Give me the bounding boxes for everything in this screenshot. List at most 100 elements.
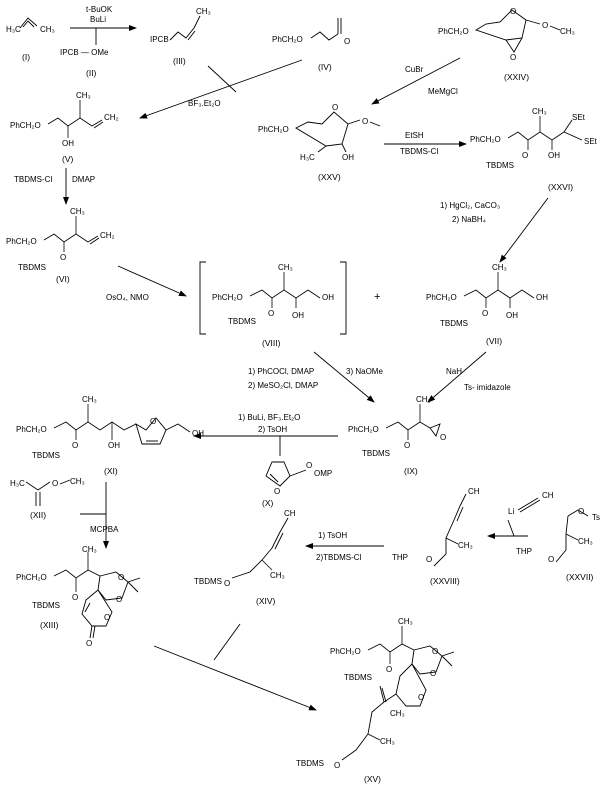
label-V: (V): [62, 154, 74, 164]
atom-ch3: CH₃: [390, 709, 405, 718]
reagent-tbuok: t-BuOK: [86, 5, 113, 14]
label-XXVIII: (XXVIII): [430, 576, 460, 586]
atom-o: O: [510, 53, 516, 62]
atom-o: O: [542, 21, 548, 30]
reagent-tbdmscl: 2)TBDMS-Cl: [316, 553, 362, 562]
atom-o: O: [432, 647, 438, 656]
reagent-memgcl: MeMgCl: [428, 87, 458, 96]
atom-tbdms: TBDMS: [362, 449, 390, 458]
atom-ch3: CH₃: [458, 541, 473, 550]
reagent-oso4: OsO₄, NMO: [106, 293, 149, 302]
label-XIV: (XIV): [256, 596, 276, 606]
atom-ch: CH: [284, 509, 296, 518]
step-7: OsO₄, NMO: [106, 265, 187, 302]
atom-tbdms: TBDMS: [194, 577, 222, 586]
step-9: NaH Ts- imidazole: [427, 351, 511, 403]
compound-XI: PhCH₂O CH₃ O TBDMS OH O OH (XI): [16, 395, 204, 476]
step-11: MCPBA: [80, 482, 119, 549]
atom-o: O: [52, 479, 58, 488]
atom-thp: THP: [392, 553, 408, 562]
atom-ch3: CH₃: [492, 263, 507, 272]
step-5: TBDMS-Cl DMAP: [14, 168, 95, 205]
atom-oh-1: OH: [536, 293, 548, 302]
label-IX: (IX): [404, 466, 418, 476]
atom-ch3: CH₃: [560, 27, 575, 36]
atom-o: O: [430, 669, 436, 678]
label-III: (III): [173, 56, 186, 66]
step-1: t-BuOK BuLi IPCB — OMe (II): [60, 5, 137, 78]
atom-o: O: [426, 555, 432, 564]
atom-tbdms: TBDMS: [32, 601, 60, 610]
step-4: EtSH TBDMS-Cl: [384, 131, 467, 156]
atom-ch3: CH₃: [82, 545, 97, 554]
atom-o: O: [332, 103, 338, 112]
reagent-naome: 3) NaOMe: [346, 367, 383, 376]
atom-h3c: H₃C: [300, 153, 315, 162]
label-VI: (VI): [56, 274, 70, 284]
compound-XIII: PhCH₂O CH₃ O TBDMS O O O O (XIII): [16, 545, 141, 648]
atom-oh-1: OH: [108, 441, 120, 450]
atom-phch2o: PhCH₂O: [212, 293, 243, 302]
step-6: 1) HgCl₂, CaCO₃ 2) NaBH₄: [440, 197, 549, 263]
atom-oh-2: OH: [506, 311, 518, 320]
atom-oh-2: OH: [292, 311, 304, 320]
label-XII: (XII): [30, 510, 46, 520]
atom-oh-1: OH: [322, 293, 334, 302]
atom-ch3: CH₃: [270, 571, 285, 580]
atom-thp: THP: [516, 547, 532, 556]
atom-ch3: CH₃: [380, 737, 395, 746]
label-VIII: (VIII): [262, 338, 281, 348]
atom-set-2: SEt: [584, 137, 598, 146]
reagent-tbdmscl: TBDMS-Cl: [14, 175, 52, 184]
atom-omp: OMP: [314, 469, 332, 478]
atom-o: O: [344, 37, 350, 46]
atom-ch3: CH₃: [70, 477, 85, 486]
reagent-li-acetylide: Li CH: [508, 491, 554, 516]
reagent-ts-imidazole: Ts- imidazole: [464, 383, 511, 392]
atom-ch2: CH₂: [104, 113, 119, 122]
compound-IV: PhCH₂O O (IV): [272, 18, 350, 72]
atom-phch2o: PhCH₂O: [16, 425, 47, 434]
compound-XV: PhCH₂O CH₃ O TBDMS O O O CH₃ CH₃ O TBDMS…: [296, 617, 455, 784]
atom-li: Li: [508, 507, 514, 516]
compound-VI: PhCH₂O CH₂ CH₃ O TBDMS (VI): [6, 207, 115, 284]
atom-tbdms: TBDMS: [18, 263, 46, 272]
atom-o: O: [306, 461, 312, 470]
label-VII: (VII): [486, 336, 502, 346]
reagent-tbdmscl: TBDMS-Cl: [400, 147, 438, 156]
label-IV: (IV): [318, 62, 332, 72]
atom-ch3: CH₃: [76, 91, 91, 100]
atom-o: O: [418, 693, 424, 702]
compound-XXVIII: CH CH₃ O THP (XXVIII): [392, 487, 480, 586]
atom-o: O: [86, 639, 92, 648]
atom-ch: CH: [542, 491, 554, 500]
reagent-buli-bf3: 1) BuLi, BF₃.Et₂O: [238, 413, 300, 422]
atom-o: O: [224, 579, 230, 588]
compound-XXVI: PhCH₂O CH₃ SEt SEt O TBDMS OH (XXVI): [470, 107, 598, 192]
atom-ch3: CH₃: [278, 263, 293, 272]
atom-tbdms: TBDMS: [228, 317, 256, 326]
compound-I: H₃C CH₃ (I): [6, 17, 55, 62]
step-2: BF₃.Et₂O: [139, 59, 303, 119]
atom-phch2o: PhCH₂O: [470, 135, 501, 144]
compound-XXIV: PhCH₂O O O CH₃ O (XXIV): [438, 7, 575, 82]
compound-XXV: PhCH₂O O O H₃C OH (XXV): [258, 103, 381, 182]
atom-phch2o: PhCH₂O: [438, 27, 469, 36]
compound-X: O O OMP (X): [262, 461, 332, 508]
reagent-etsh: EtSH: [405, 131, 424, 140]
atom-phch2o: PhCH₂O: [6, 237, 37, 246]
compound-III: IPCB CH₃ (III): [150, 7, 211, 66]
reagent-bf3: BF₃.Et₂O: [188, 99, 221, 108]
label-XI: (XI): [104, 466, 118, 476]
label-XIII: (XIII): [40, 620, 59, 630]
atom-ch: CH: [468, 487, 480, 496]
reagent-hgcl2: 1) HgCl₂, CaCO₃: [440, 201, 500, 210]
atom-o: O: [60, 253, 66, 262]
atom-phch2o: PhCH₂O: [426, 293, 457, 302]
compound-XIV: CH CH₃ O TBDMS (XIV): [194, 509, 296, 606]
label-XV: (XV): [364, 774, 381, 784]
atom-o: O: [522, 151, 528, 160]
atom-o: O: [118, 573, 124, 582]
atom-phch2o: PhCH₂O: [348, 425, 379, 434]
atom-o: O: [116, 595, 122, 604]
